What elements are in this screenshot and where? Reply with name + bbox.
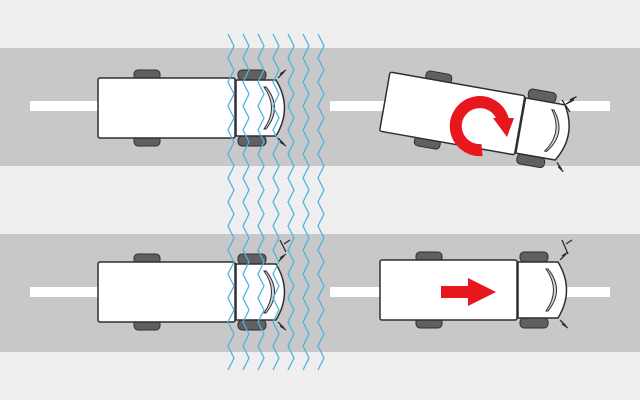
lane-marking [560,287,610,297]
right-arrow-icon [441,278,496,306]
antenna-icon [561,239,573,255]
zigzag-wave-icon [227,33,325,371]
wave-line [272,33,280,371]
lane-marking [560,101,610,111]
antenna-icon [279,239,291,253]
lane-marking [30,287,110,297]
wave-line [287,33,295,371]
lane-marking [330,287,410,297]
rotation-arrow-icon [449,96,514,157]
wave-line [302,33,310,371]
lane-markings [30,101,610,297]
wave-line [317,33,325,371]
wave-line [242,33,250,371]
wave-line [227,33,235,371]
lane-marking [330,101,410,111]
truck-icon [97,253,287,331]
antenna-icon [561,99,575,113]
wave-line [257,33,265,371]
lane-marking [30,101,110,111]
